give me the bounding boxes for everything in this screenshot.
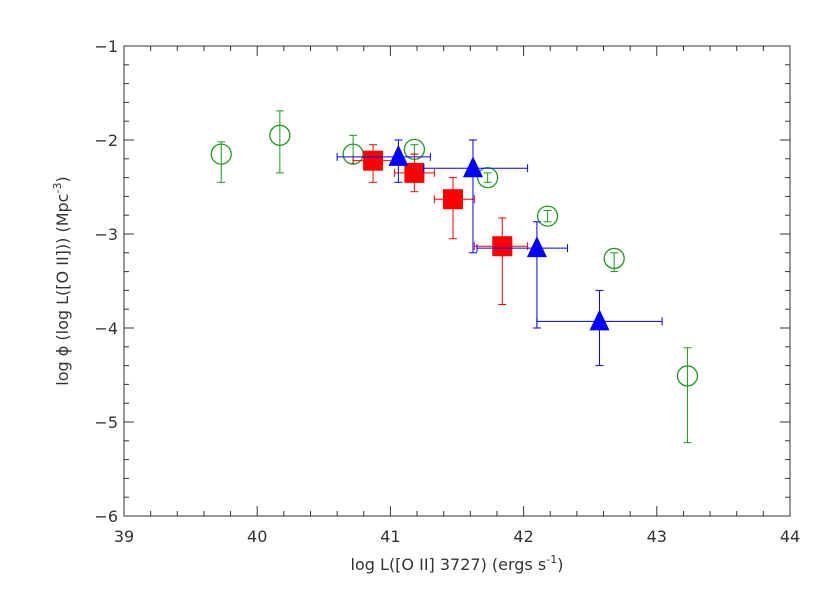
triangle-point <box>388 144 409 166</box>
square-point <box>363 150 384 171</box>
y-tick-label: −6 <box>94 507 118 526</box>
y-tick-labels: −6 −5 −4 −3 −2 −1 <box>94 37 118 526</box>
axis-ticks <box>123 45 791 517</box>
x-tick-labels: 39 40 41 42 43 44 <box>114 527 800 546</box>
square-point <box>443 189 464 210</box>
circle-point <box>210 143 232 165</box>
y-tick-label: −2 <box>94 131 118 150</box>
triangle-point <box>526 236 547 258</box>
square-point <box>492 236 513 257</box>
circle-point <box>269 124 291 146</box>
data-series <box>210 110 699 444</box>
x-axis-label: log L([O II] 3727) (ergs s-1) <box>351 553 564 574</box>
series-open-circle <box>210 110 699 444</box>
square-point <box>404 162 425 183</box>
x-tick-label: 42 <box>513 527 533 546</box>
x-tick-label: 41 <box>380 527 400 546</box>
x-tick-label: 44 <box>780 527 800 546</box>
circle-point <box>476 166 499 189</box>
series-filled-square <box>352 144 529 305</box>
y-tick-label: −5 <box>94 413 118 432</box>
x-tick-label: 40 <box>247 527 267 546</box>
circle-point <box>676 365 699 387</box>
x-tick-label: 39 <box>114 527 134 546</box>
x-tick-label: 43 <box>647 527 667 546</box>
triangle-point <box>462 156 483 178</box>
y-tick-label: −4 <box>94 319 118 338</box>
circle-point <box>603 247 625 270</box>
series-filled-triangle <box>336 139 663 367</box>
y-axis-label: log ϕ (log L([O II])) (Mpc-3) <box>51 176 72 385</box>
y-tick-label: −1 <box>94 37 118 56</box>
plot-frame <box>123 45 791 517</box>
circle-point <box>536 205 559 227</box>
y-tick-label: −3 <box>94 225 118 244</box>
triangle-point <box>589 309 610 331</box>
